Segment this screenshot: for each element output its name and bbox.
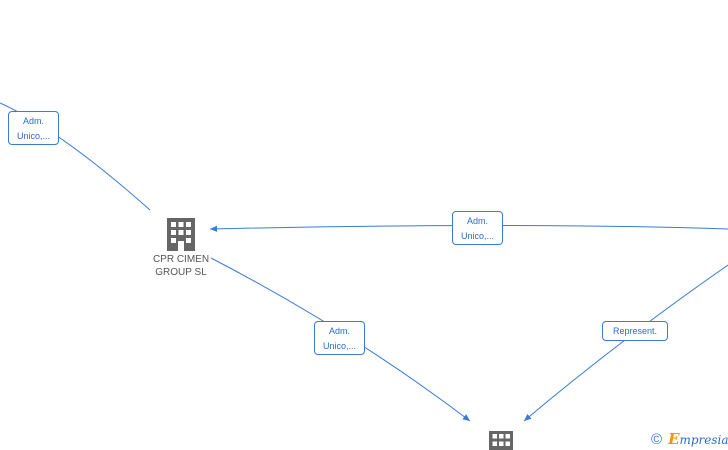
edge-line-1 — [0, 102, 151, 211]
copyright-icon: © — [651, 430, 663, 448]
building-icon — [167, 218, 195, 251]
company-node-label: CPR CIMEN GROUP SL — [152, 254, 210, 278]
copyright-mark: © Empresia — [651, 430, 728, 448]
company-node-cpr-cimen[interactable]: CPR CIMEN GROUP SL — [141, 217, 221, 279]
company-node-bottom[interactable] — [486, 429, 516, 450]
edge-label-4[interactable]: Represent. — [602, 321, 668, 341]
edge-line-4 — [523, 264, 728, 422]
brand-logo: Empresia — [668, 430, 728, 448]
edge-label-2[interactable]: Adm. Unico,... — [452, 211, 503, 245]
edge-label-1[interactable]: Adm. Unico,... — [8, 111, 59, 145]
building-icon — [489, 431, 513, 450]
edge-label-3[interactable]: Adm. Unico,... — [314, 321, 365, 355]
